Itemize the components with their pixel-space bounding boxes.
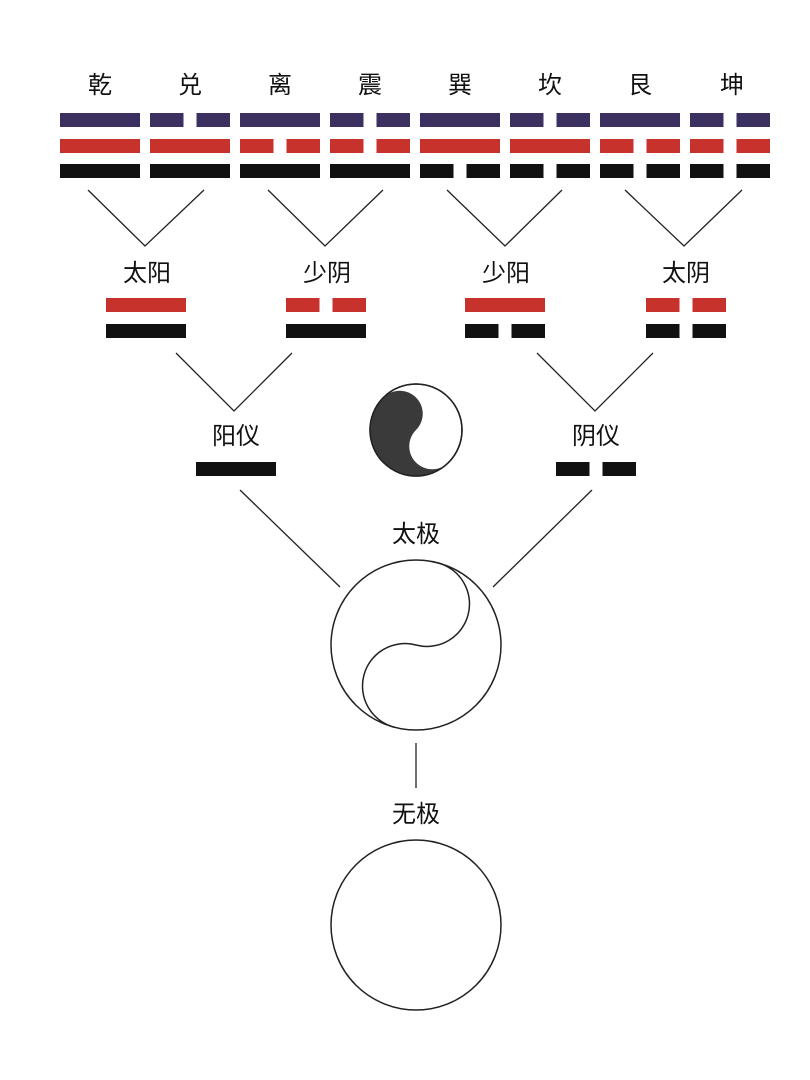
trigram-label-xun: 巽 [448,71,472,99]
image-2-line-1-left [465,324,499,338]
image-0-line-0 [106,298,186,312]
trigram-7-line-2-right [736,164,770,178]
trigram-label-gen: 艮 [628,71,652,99]
image-label-shaoyin: 少阴 [303,259,351,287]
trigram-7-line-1-right [736,139,770,153]
trigram-labels: 乾 兑 离 震 巽 坎 艮 坤 [88,71,744,99]
two-mode-labels: 阳仪 阴仪 [212,422,620,450]
trigram-label-zhen: 震 [358,71,382,99]
connector-yang-mode [175,352,293,412]
connector-shaoyin [267,189,384,247]
trigram-3-line-2 [330,164,410,178]
trigram-label-qian: 乾 [88,71,112,99]
connector-taiyang [87,189,205,247]
trigram-2-line-0 [240,113,320,127]
yin-yang-dot-dark [394,408,406,420]
trigram-label-dui: 兑 [178,71,202,99]
taiji-s-curve [361,562,471,728]
image-0-line-1 [106,324,186,338]
trigram-6-line-0 [600,113,680,127]
trigram-7-line-1-left [690,139,724,153]
image-1-line-1 [286,324,366,338]
image-2-line-1-right [511,324,545,338]
trigram-6-line-2-left [600,164,634,178]
yin-yang-dark-half [370,390,449,476]
trigram-7-line-0-right [736,113,770,127]
mode-0-line [196,462,276,476]
trigram-1-line-0-left [150,113,184,127]
trigram-0-line-1 [60,139,140,153]
trigram-0-line-0 [60,113,140,127]
trigram-5-line-0-right [556,113,590,127]
taiji-circle-icon [330,559,502,731]
trigram-label-kan: 坎 [538,71,562,99]
trigram-7-line-2-left [690,164,724,178]
trigram-6-line-1-right [646,139,680,153]
connectors-trigrams [87,189,743,247]
trigram-3-line-0-right [376,113,410,127]
trigram-7-line-0-left [690,113,724,127]
taiji-outline [330,559,502,731]
image-3-line-1-right [692,324,726,338]
trigram-6-line-2-right [646,164,680,178]
trigram-2-line-1-right [286,139,320,153]
wuji-label: 无极 [392,800,440,828]
yin-yang-dot-light [426,440,438,452]
connector-taiyin [624,189,743,247]
connector-yang-to-taiji [239,489,341,588]
image-3-line-0-right [692,298,726,312]
connector-yin-mode [536,352,654,412]
connectors-images [175,352,654,412]
trigram-5-line-2-right [556,164,590,178]
trigram-0-line-2 [60,164,140,178]
image-label-taiyin: 太阴 [662,259,710,287]
trigram-4-line-2-right [466,164,500,178]
yin-yang-outline-stroke [369,383,463,477]
trigram-lines [60,113,770,178]
trigram-1-line-0-right [196,113,230,127]
trigram-3-line-1-left [330,139,364,153]
mode-1-line-left [556,462,590,476]
trigram-1-line-1 [150,139,230,153]
image-2-line-0 [465,298,545,312]
image-1-line-0-right [332,298,366,312]
connectors-modes [239,489,593,588]
image-3-line-0-left [646,298,680,312]
image-label-shaoyang: 少阳 [482,259,530,287]
trigram-5-line-1 [510,139,590,153]
trigram-label-li: 离 [268,71,292,99]
image-1-line-0-left [286,298,320,312]
trigram-6-line-1-left [600,139,634,153]
trigram-label-kun: 坤 [720,71,744,99]
trigram-2-line-2 [240,164,320,178]
trigram-3-line-0-left [330,113,364,127]
empty-circle-icon [330,839,502,1011]
trigram-4-line-0 [420,113,500,127]
mode-label-yin: 阴仪 [572,422,620,450]
connector-shaoyang [446,189,563,247]
trigram-5-line-2-left [510,164,544,178]
four-image-labels: 太阳 少阴 少阳 太阴 [123,259,710,287]
connector-yin-to-taiji [492,489,593,588]
trigram-2-line-1-left [240,139,274,153]
trigram-3-line-1-right [376,139,410,153]
trigram-5-line-0-left [510,113,544,127]
two-mode-lines [196,462,636,476]
trigram-1-line-2 [150,164,230,178]
mode-label-yang: 阳仪 [212,422,260,450]
mode-1-line-right [602,462,636,476]
image-3-line-1-left [646,324,680,338]
trigram-4-line-1 [420,139,500,153]
taiji-label: 太极 [392,520,440,548]
image-label-taiyang: 太阳 [123,259,171,287]
four-image-lines [106,298,726,338]
trigram-4-line-2-left [420,164,454,178]
yin-yang-icon [369,383,463,477]
